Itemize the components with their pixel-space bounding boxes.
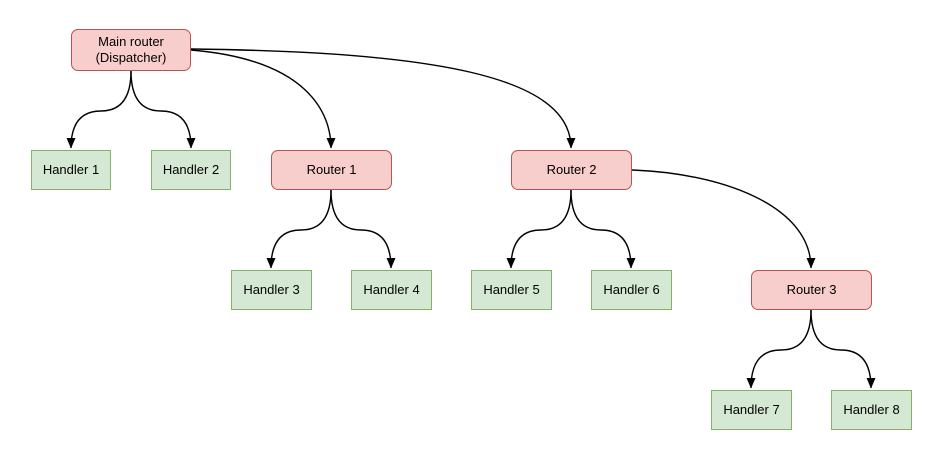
node-handler-2: Handler 2 — [151, 150, 231, 190]
node-handler-2-label: Handler 2 — [162, 162, 220, 177]
node-handler-1-label: Handler 1 — [42, 162, 100, 177]
node-handler-8: Handler 8 — [831, 390, 912, 430]
edges-group — [66, 48, 876, 389]
node-main-router: Main router(Dispatcher) — [71, 29, 191, 71]
edge-main-router-to-handler-1 — [66, 70, 132, 149]
node-handler-6-label: Handler 6 — [603, 282, 660, 297]
edge-main-router-to-router-1 — [190, 49, 336, 149]
edge-router-1-to-handler-4 — [330, 189, 396, 269]
edge-router-3-to-handler-8 — [810, 309, 876, 389]
node-handler-3: Handler 3 — [231, 270, 312, 310]
node-router-1: Router 1 — [271, 150, 392, 190]
edge-router-1-to-handler-3 — [266, 189, 332, 269]
node-main-router-label: Main router — [98, 34, 164, 49]
node-router-1-label: Router 1 — [306, 162, 357, 177]
node-router-2-label: Router 2 — [546, 162, 597, 177]
node-handler-1: Handler 1 — [31, 150, 111, 190]
node-handler-5-label: Handler 5 — [483, 282, 540, 297]
node-handler-5: Handler 5 — [471, 270, 552, 310]
edge-router-2-to-router-3 — [631, 169, 816, 269]
edge-router-2-to-handler-6 — [570, 189, 636, 269]
node-router-3-label: Router 3 — [786, 282, 837, 297]
node-handler-6: Handler 6 — [591, 270, 672, 310]
node-router-2: Router 2 — [511, 150, 632, 190]
node-handler-3-label: Handler 3 — [243, 282, 300, 297]
node-handler-7-label: Handler 7 — [723, 402, 780, 417]
edge-main-router-to-handler-2 — [130, 70, 196, 149]
node-handler-8-label: Handler 8 — [843, 402, 900, 417]
edge-main-router-to-router-2 — [190, 48, 576, 149]
node-router-3: Router 3 — [751, 270, 872, 310]
node-handler-4: Handler 4 — [351, 270, 432, 310]
node-handler-7: Handler 7 — [711, 390, 792, 430]
edge-router-2-to-handler-5 — [506, 189, 572, 269]
edge-router-3-to-handler-7 — [746, 309, 812, 389]
node-main-router-label: (Dispatcher) — [95, 50, 167, 65]
node-handler-4-label: Handler 4 — [363, 282, 420, 297]
